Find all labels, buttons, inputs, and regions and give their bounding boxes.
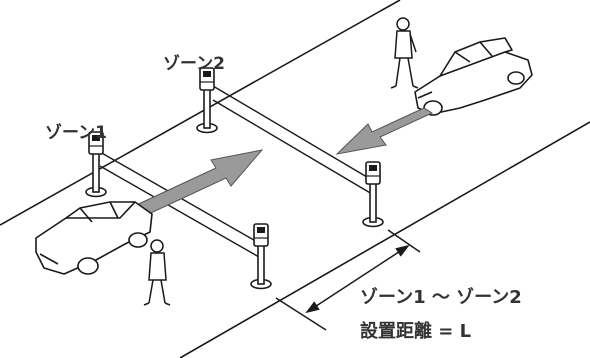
zone2-label: ゾーン2 <box>163 54 225 74</box>
motion-arrow-zone2 <box>335 107 434 155</box>
zone2-beams <box>212 85 373 195</box>
car-far <box>414 37 533 116</box>
motion-arrow-zone1 <box>129 149 264 219</box>
installation-distance-label: 設置距離 = L <box>360 321 472 342</box>
road-edge-near <box>179 121 590 358</box>
zone1-label: ゾーン1 <box>45 123 107 143</box>
dimension <box>275 229 421 331</box>
double-arrow-icon <box>305 244 410 314</box>
dimension-extension-zone2 <box>387 229 421 253</box>
car-near <box>35 201 153 275</box>
zone1-right-pole <box>250 223 272 290</box>
zone2-right-pole <box>362 161 384 228</box>
dimension-extension-zone1 <box>275 297 327 331</box>
pedestrian-near <box>143 239 171 306</box>
road-edge-far <box>0 0 401 226</box>
zone-span-label: ゾーン1 ～ ゾーン2 <box>360 287 522 308</box>
pedestrian-far <box>390 17 419 89</box>
